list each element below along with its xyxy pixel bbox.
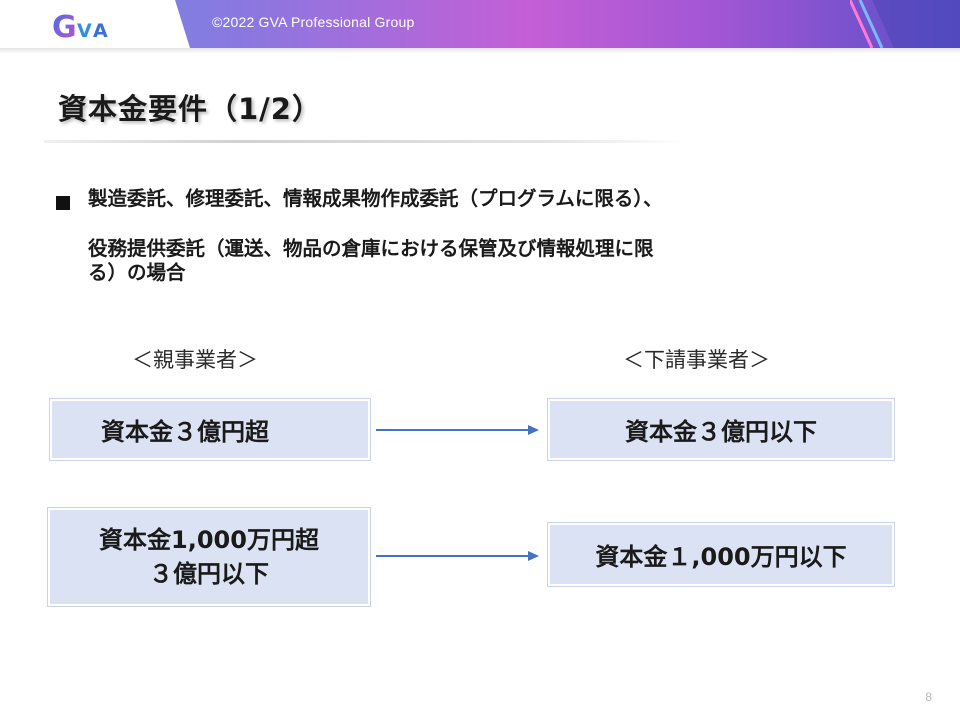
header-shadow <box>0 48 960 54</box>
copyright-text: ©2022 GVA Professional Group <box>212 14 415 30</box>
gva-logo: G V A <box>52 10 108 42</box>
sub-capital-box-2: 資本金１,000万円以下 <box>548 523 894 586</box>
slide-title: 資本金要件（1/2） <box>58 92 322 126</box>
bullet-line-3: る）の場合 <box>88 261 186 284</box>
sub-capital-1-text: 資本金３億円以下 <box>625 418 817 446</box>
sub-capital-box-1: 資本金３億円以下 <box>548 399 894 460</box>
bullet-line-2: 役務提供委託（運送、物品の倉庫における保管及び情報処理に限 <box>88 237 654 260</box>
right-arrow-icon <box>376 551 539 561</box>
parent-capital-2-line1: 資本金1,000万円超 <box>99 526 319 554</box>
bullet-line-1: 製造委託、修理委託、情報成果物作成委託（プログラムに限る）、 <box>88 187 663 210</box>
parent-capital-1-text: 資本金３億円超 <box>101 418 269 446</box>
subcontractor-label: ＜下請事業者＞ <box>623 348 770 372</box>
parent-capital-box-1: 資本金３億円超 <box>50 399 370 460</box>
page-number: 8 <box>925 690 932 704</box>
title-divider <box>44 140 684 143</box>
svg-text:A: A <box>93 20 108 42</box>
header-decoration <box>850 0 960 48</box>
sub-capital-2-text: 資本金１,000万円以下 <box>595 543 847 571</box>
right-arrow-icon <box>376 425 539 435</box>
svg-text:G: G <box>52 10 77 42</box>
svg-text:V: V <box>77 20 92 42</box>
parent-company-label: ＜親事業者＞ <box>132 348 258 372</box>
logo-area: G V A <box>0 0 190 48</box>
header-band: G V A ©2022 GVA Professional Group <box>0 0 960 48</box>
bullet-square-icon <box>56 196 70 210</box>
parent-capital-box-2: 資本金1,000万円超 ３億円以下 <box>48 508 370 606</box>
bullet-text: 製造委託、修理委託、情報成果物作成委託（プログラムに限る）、 役務提供委託（運送… <box>88 187 888 285</box>
parent-capital-2-line2: ３億円以下 <box>149 560 269 588</box>
